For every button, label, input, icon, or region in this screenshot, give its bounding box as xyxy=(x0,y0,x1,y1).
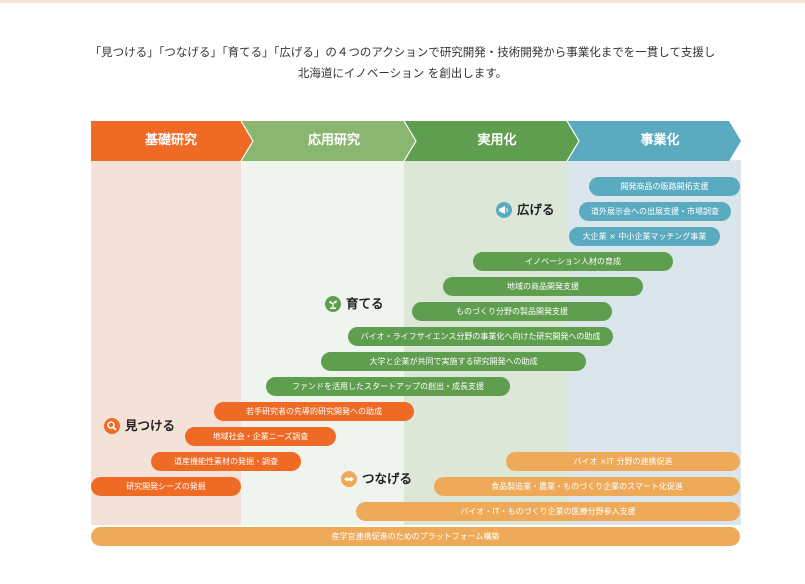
megaphone-icon xyxy=(496,201,512,218)
handshake-icon xyxy=(341,470,357,487)
program-bar[interactable]: バイオ・ライフサイエンス分野の事業化へ向けた研究開発への助成 xyxy=(348,327,613,346)
program-bar[interactable]: バイオ・IT・ものづくり企業の医療分野参入支援 xyxy=(356,502,740,521)
program-bar[interactable]: バイオ ×IT 分野の連携促進 xyxy=(506,452,740,471)
intro-text: 「見つける」「つなげる」「育てる」「広げる」の４つのアクションで研究開発・技術開… xyxy=(0,42,805,84)
program-bar[interactable]: 道産機能性素材の発掘・調査 xyxy=(151,452,301,471)
intro-line-2: 北海道にイノベーション を創出します。 xyxy=(297,66,508,80)
program-bar[interactable]: 開発商品の販路開拓支援 xyxy=(589,177,740,196)
action-grow-label: 育てる xyxy=(346,296,384,311)
program-bar[interactable]: 大学と企業が共同で実施する研究開発への助成 xyxy=(321,352,586,371)
program-bar[interactable]: 食品製造業・農業・ものづくり企業のスマート化促進 xyxy=(434,477,740,496)
action-find-label: 見つける xyxy=(125,418,176,433)
stage-arrow-business xyxy=(567,121,741,161)
program-bar[interactable]: 産学官連携促進のためのプラットフォーム構築 xyxy=(91,527,740,546)
action-find: 見つける xyxy=(104,415,175,437)
stage-arrow-header xyxy=(91,121,741,161)
action-connect-label: つなげる xyxy=(362,471,413,486)
stage-label-business: 事業化 xyxy=(640,133,680,148)
action-spread-label: 広げる xyxy=(517,202,555,217)
stage-arrow-practical xyxy=(404,121,579,161)
magnifier-icon xyxy=(104,417,120,434)
program-bar[interactable]: イノベーション人材の育成 xyxy=(473,252,673,271)
action-connect: つなげる xyxy=(341,468,412,490)
program-bar[interactable]: ものづくり分野の製品開発支援 xyxy=(412,302,612,321)
stage-label-practical: 実用化 xyxy=(477,133,517,148)
sprout-icon xyxy=(325,295,341,312)
program-bar[interactable]: 研究開発シーズの発掘 xyxy=(91,477,241,496)
action-spread: 広げる xyxy=(496,199,555,221)
program-bar[interactable]: ファンドを活用したスタートアップの創出・成長支援 xyxy=(266,377,510,396)
stage-arrow-basic xyxy=(91,121,253,161)
program-bar[interactable]: 地域の商品開発支援 xyxy=(443,277,643,296)
action-grow: 育てる xyxy=(325,293,384,315)
stage-arrow-applied xyxy=(241,121,416,161)
intro-line-1: 「見つける」「つなげる」「育てる」「広げる」の４つのアクションで研究開発・技術開… xyxy=(89,45,716,59)
program-bar[interactable]: 道外展示会への出展支援・市場調査 xyxy=(579,202,731,221)
stage-label-basic: 基礎研究 xyxy=(144,133,197,148)
program-bar[interactable]: 地域社会・企業ニーズ調査 xyxy=(185,427,336,446)
program-bar[interactable]: 大企業 × 中小企業マッチング事業 xyxy=(569,227,720,246)
stage-label-applied: 応用研究 xyxy=(307,133,360,148)
top-accent-bar xyxy=(0,0,805,3)
program-bar[interactable]: 若手研究者の先導的研究開発への助成 xyxy=(214,402,414,421)
